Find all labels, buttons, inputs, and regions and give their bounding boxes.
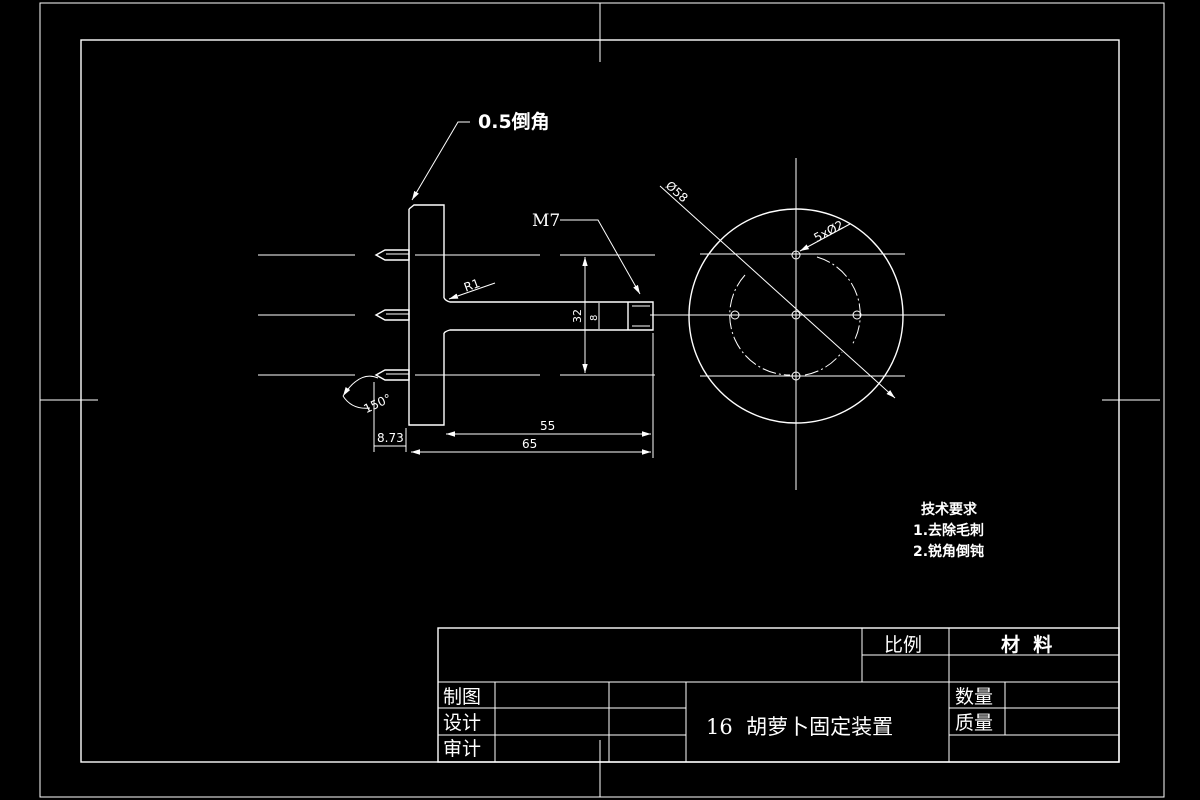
dim-32: 32	[571, 309, 584, 323]
scale-label: 比例	[884, 634, 922, 656]
holes-label: 5xØ2	[811, 218, 846, 245]
part-title: 16 胡萝卜固定装置	[706, 715, 893, 739]
dimensions-side: 0.5倒角 M7 R1 32 8 150° 8.73 55 65	[342, 110, 654, 458]
dim-55: 55	[540, 419, 555, 433]
dim-8: 8	[589, 315, 600, 321]
part-front-view: Ø58 5xØ2	[655, 158, 945, 490]
mass-label: 质量	[955, 712, 993, 734]
drawn-label: 制图	[443, 686, 481, 708]
design-label: 设计	[443, 712, 481, 734]
title-block: 比例 材 料 制图 设计 审计 数量 质量 16 胡萝卜固定装置	[437, 627, 1120, 763]
tech-requirement-2: 2.锐角倒钝	[913, 543, 984, 560]
sheet-frame	[39, 2, 1165, 798]
tech-requirement-1: 1.去除毛刺	[913, 522, 984, 539]
thread-label: M7	[532, 211, 560, 231]
part-side-view	[258, 204, 675, 426]
quantity-label: 数量	[955, 686, 993, 708]
chamfer-label: 0.5倒角	[478, 110, 550, 133]
tech-requirements-title: 技术要求	[921, 501, 978, 518]
dim-65: 65	[522, 437, 537, 451]
fillet-label: R1	[462, 276, 482, 295]
review-label: 审计	[443, 738, 481, 760]
tech-requirements: 技术要求 1.去除毛刺 2.锐角倒钝	[913, 501, 984, 560]
material-label: 材 料	[1001, 633, 1052, 656]
angle-label: 150°	[361, 391, 393, 416]
dim-8-73: 8.73	[377, 431, 404, 445]
